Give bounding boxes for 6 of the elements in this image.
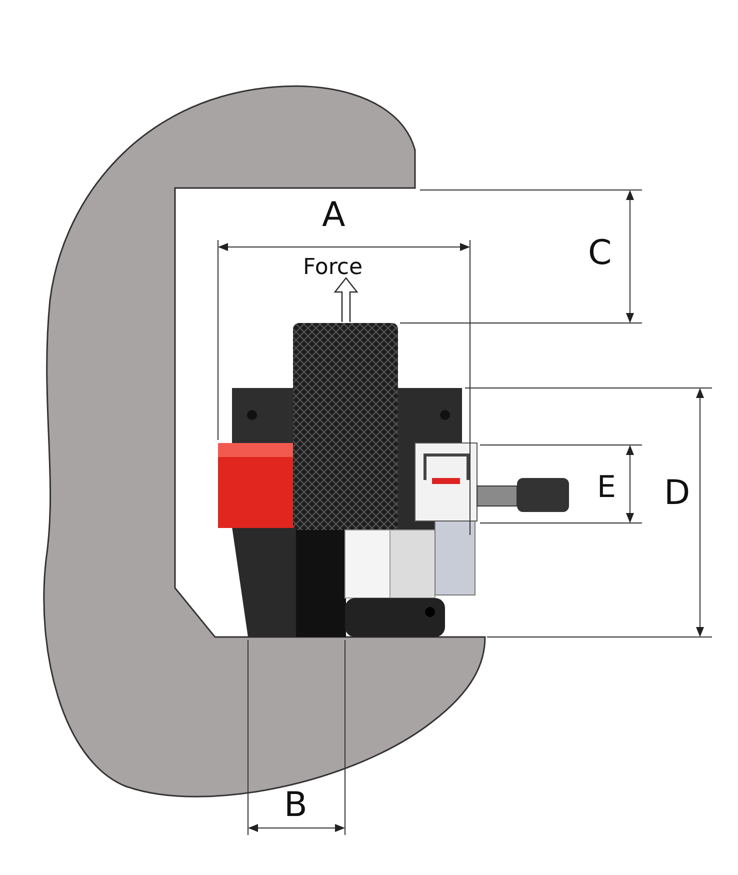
dimension-label: D	[664, 476, 690, 510]
dimension-label: B	[284, 788, 308, 822]
dimension-label: E	[597, 473, 616, 503]
dimension-label: C	[588, 236, 612, 270]
dimension-label: A	[322, 198, 346, 232]
force-label: Force	[303, 257, 363, 279]
